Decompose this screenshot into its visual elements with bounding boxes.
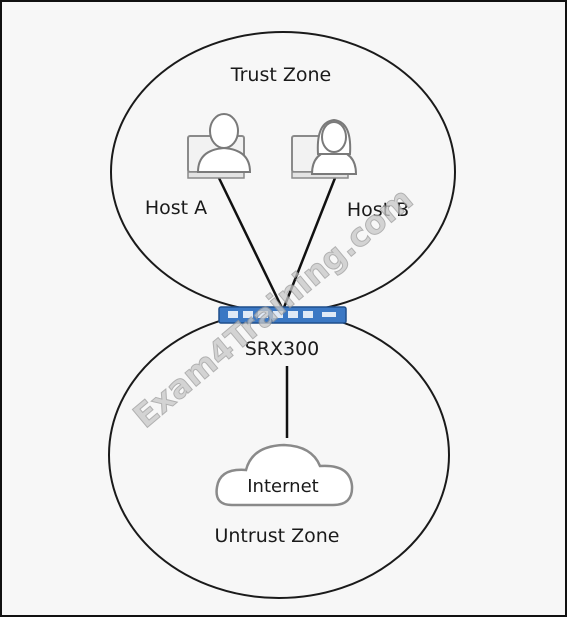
host-b-label: Host B [347, 199, 409, 221]
internet-cloud-icon [215, 443, 354, 507]
trust-zone-label: Trust Zone [230, 64, 331, 86]
untrust-zone-label: Untrust Zone [214, 525, 339, 547]
link-host-b-srx [281, 177, 337, 311]
internet-label: Internet [247, 476, 318, 497]
srx300-device-icon [218, 306, 347, 324]
srx300-label: SRX300 [245, 338, 320, 360]
host-b-icon [291, 118, 358, 179]
host-a-label: Host A [145, 197, 207, 219]
host-a-icon [187, 113, 252, 179]
link-host-a-srx [216, 175, 285, 311]
